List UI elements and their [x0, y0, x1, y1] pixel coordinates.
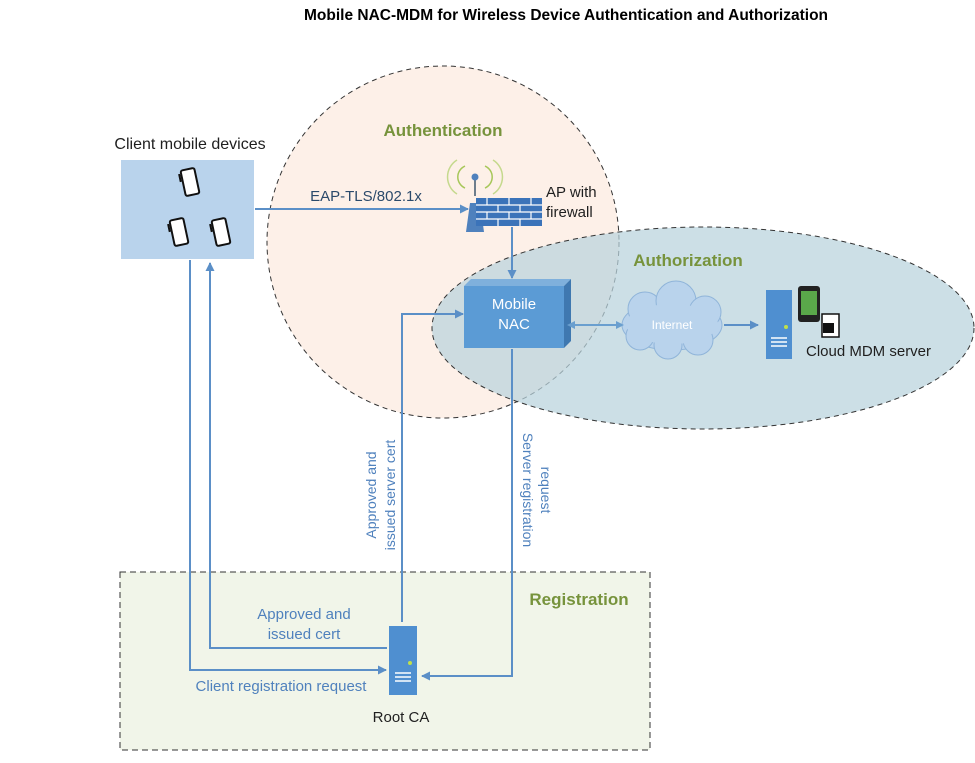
- smartphone-icon: [798, 286, 820, 322]
- approved-cert-label-2: issued cert: [268, 626, 341, 643]
- ap-label-line1: AP with: [546, 184, 597, 201]
- root-ca-server-icon: [389, 626, 417, 695]
- internet-label: Internet: [652, 318, 693, 332]
- phone-icon: [178, 167, 201, 197]
- authorization-label: Authorization: [633, 251, 743, 270]
- ap-label-line2: firewall: [546, 204, 593, 221]
- cloud-mdm-label: Cloud MDM server: [806, 343, 931, 360]
- internet-cloud-fill: [626, 304, 718, 344]
- edge-approved-cert: [205, 262, 387, 649]
- client-reg-label: Client registration request: [196, 678, 368, 695]
- registration-label: Registration: [529, 590, 628, 609]
- diagram-title: Mobile NAC-MDM for Wireless Device Authe…: [304, 7, 828, 24]
- authentication-label: Authentication: [384, 121, 503, 140]
- root-ca-label: Root CA: [373, 709, 430, 726]
- approved-server-cert-label-1: Approved and: [363, 451, 379, 538]
- server-reg-label-1: Server registration: [520, 433, 536, 547]
- client-devices-label: Client mobile devices: [114, 136, 265, 153]
- wifi-signal-icon: [446, 159, 504, 195]
- firewall-icon: [476, 198, 542, 226]
- registration-zone: [119, 571, 651, 751]
- approved-cert-label-1: Approved and: [257, 606, 350, 623]
- nac-label-line2: NAC: [498, 316, 530, 333]
- nac-label-line1: Mobile: [492, 296, 536, 313]
- server-icon: [766, 290, 792, 359]
- edge-server-registration: [421, 349, 513, 681]
- edge-client-registration: [189, 260, 387, 675]
- edge-approved-server-cert: [401, 309, 464, 622]
- phone-icon: [209, 217, 232, 247]
- approved-server-cert-label-2: issued server cert: [382, 440, 398, 551]
- tablet-icon: [821, 313, 840, 338]
- phone-icon: [167, 217, 190, 247]
- eap-label: EAP-TLS/802.1x: [310, 188, 422, 205]
- mobile-nac-box: [464, 279, 571, 348]
- server-reg-label-2: request: [538, 467, 554, 514]
